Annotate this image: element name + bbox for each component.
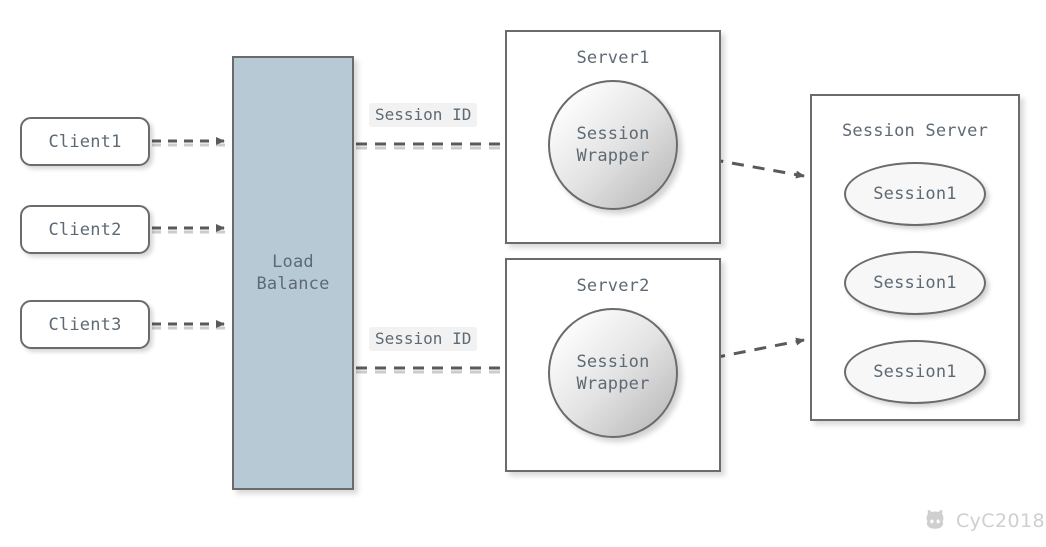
- load-balance-label-line1: Load: [272, 252, 314, 272]
- client3-label: Client3: [48, 314, 122, 335]
- session2-node[interactable]: Session1: [844, 251, 986, 315]
- client2-label: Client2: [48, 219, 122, 240]
- server2-session-wrapper-label-line1: Session: [576, 352, 650, 372]
- client3-node[interactable]: Client3: [20, 300, 150, 349]
- session-server-node[interactable]: Session Server Session1 Session1 Session…: [810, 94, 1020, 421]
- server1-session-wrapper-label-line2: Wrapper: [576, 146, 650, 166]
- client2-node[interactable]: Client2: [20, 205, 150, 254]
- session3-node[interactable]: Session1: [844, 340, 986, 404]
- github-octocat-icon: [922, 508, 948, 534]
- session2-label: Session1: [873, 273, 957, 293]
- edge-client2-to-loadbalance: [152, 224, 225, 234]
- server1-session-wrapper-node[interactable]: Session Wrapper: [548, 80, 678, 210]
- watermark: CyC2018: [922, 508, 1045, 534]
- server2-session-wrapper-label-line2: Wrapper: [576, 374, 650, 394]
- session-server-title: Session Server: [841, 121, 989, 141]
- server1-title: Server1: [576, 48, 650, 68]
- edge-client1-to-loadbalance: [152, 137, 225, 147]
- server1-session-wrapper-label-line1: Session: [576, 124, 650, 144]
- server2-node[interactable]: Server2 Session Wrapper: [505, 258, 721, 472]
- session3-label: Session1: [873, 362, 957, 382]
- server2-session-wrapper-node[interactable]: Session Wrapper: [548, 308, 678, 438]
- edge-label-session-id-server2: Session ID: [369, 327, 478, 351]
- load-balance-node[interactable]: Load Balance: [232, 56, 354, 490]
- client1-node[interactable]: Client1: [20, 117, 150, 166]
- server1-node[interactable]: Server1 Session Wrapper: [505, 30, 721, 244]
- watermark-label: CyC2018: [956, 510, 1045, 532]
- edge-label-session-id-server1: Session ID: [369, 103, 478, 127]
- edge-client3-to-loadbalance: [152, 320, 225, 330]
- session1-label: Session1: [873, 184, 957, 204]
- session1-node[interactable]: Session1: [844, 162, 986, 226]
- client1-label: Client1: [48, 131, 122, 152]
- load-balance-label-line2: Balance: [256, 274, 330, 294]
- server2-title: Server2: [576, 276, 650, 296]
